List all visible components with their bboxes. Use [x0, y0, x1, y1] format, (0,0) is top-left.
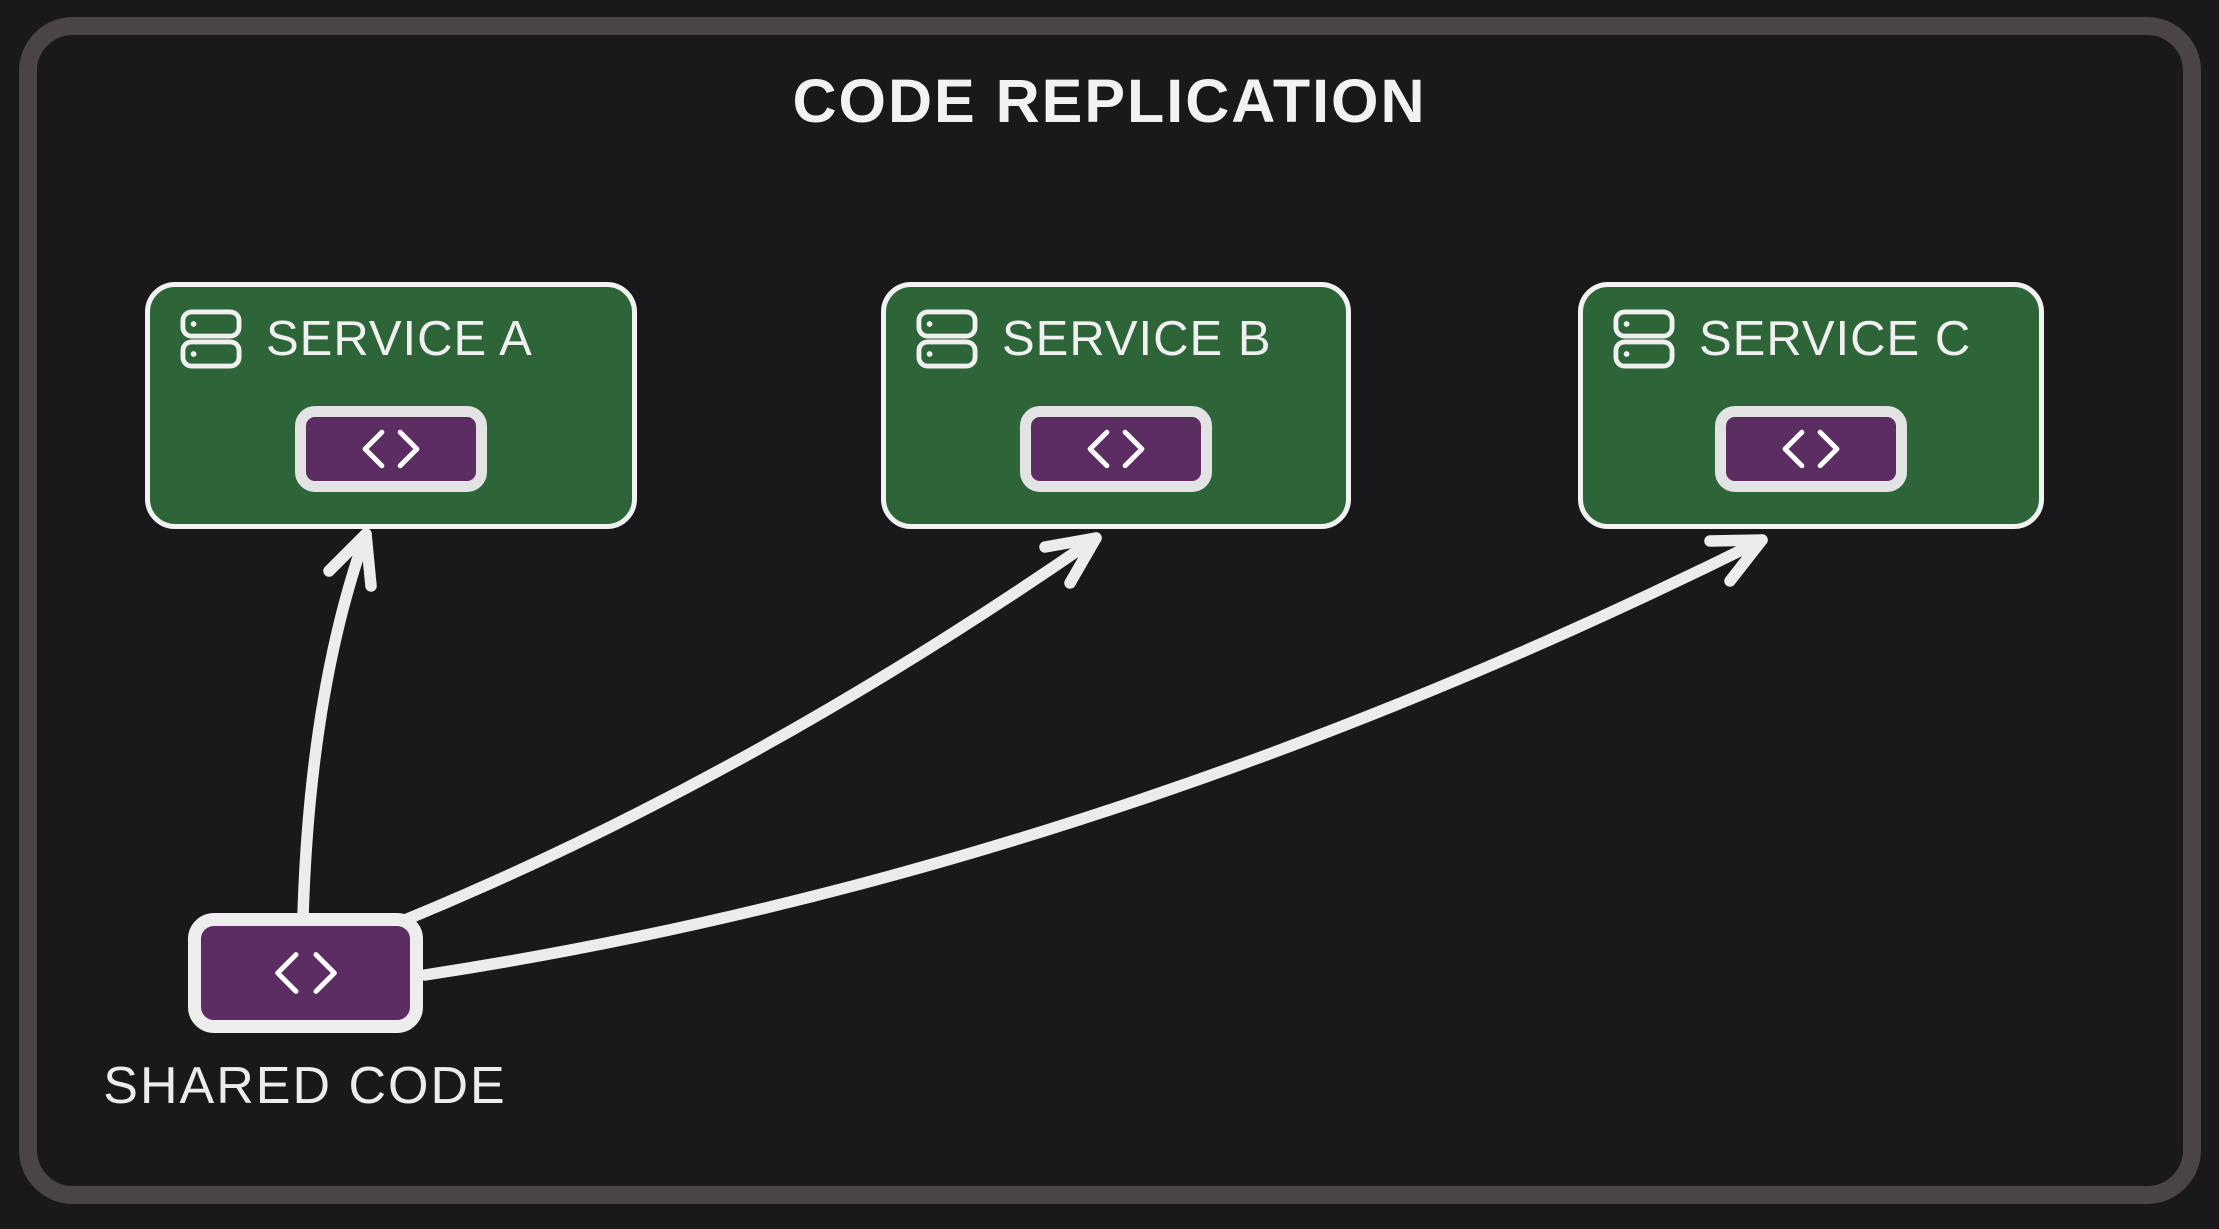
code-icon: [1087, 429, 1145, 469]
service-b-box: SERVICE B: [881, 282, 1351, 529]
code-icon: [1782, 429, 1840, 469]
server-icon: [916, 309, 978, 369]
shared-code-label: SHARED CODE: [103, 1057, 507, 1115]
arrowhead-service-b: [1039, 532, 1102, 589]
arrow-shared-to-service-a: [297, 528, 372, 922]
frame-border: [19, 17, 2201, 1204]
diagram-title: CODE REPLICATION: [792, 67, 1427, 135]
arrow-shared-to-service-b: [399, 532, 1102, 926]
code-icon: [274, 952, 337, 994]
service-label: SERVICE B: [1002, 312, 1272, 366]
server-icon: [1613, 309, 1675, 369]
service-b-header: SERVICE B: [916, 309, 1272, 369]
service-label: SERVICE A: [266, 312, 533, 366]
service-a-box: SERVICE A: [145, 282, 637, 529]
service-c-header: SERVICE C: [1613, 309, 1971, 369]
shared-code-box: [188, 913, 423, 1033]
service-a-header: SERVICE A: [180, 309, 533, 369]
code-icon-badge: [1020, 406, 1212, 492]
arrowhead-service-c: [1704, 534, 1768, 587]
arrowhead-service-a: [323, 528, 377, 592]
code-icon-badge: [295, 406, 487, 492]
service-c-box: SERVICE C: [1578, 282, 2044, 529]
arrow-shared-to-service-c: [419, 534, 1768, 981]
code-icon-badge: [1715, 406, 1907, 492]
service-label: SERVICE C: [1699, 312, 1972, 366]
code-icon: [362, 429, 420, 469]
server-icon: [180, 309, 242, 369]
